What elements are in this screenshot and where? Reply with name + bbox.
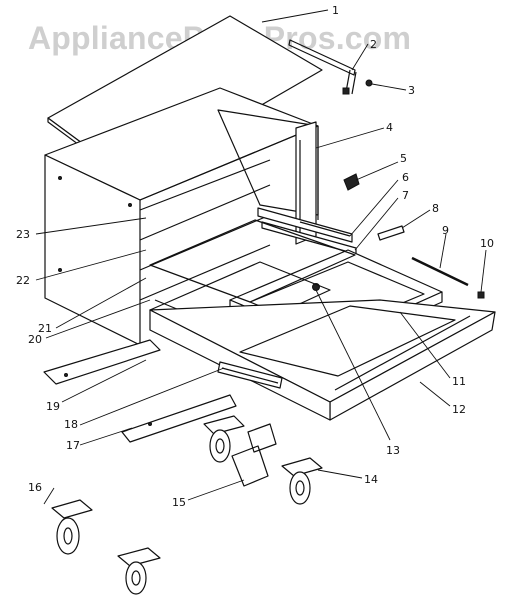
callout-9: 9 xyxy=(442,224,449,237)
caster-top-left xyxy=(203,415,245,463)
callout-7: 7 xyxy=(402,189,409,202)
leader-lines xyxy=(35,9,487,505)
callout-23: 23 xyxy=(16,228,30,241)
screw xyxy=(365,79,373,87)
callout-3: 3 xyxy=(408,84,415,97)
callout-13: 13 xyxy=(386,444,400,457)
callout-10: 10 xyxy=(480,237,494,250)
latch xyxy=(343,173,360,191)
caster-14 xyxy=(281,457,323,505)
callout-8: 8 xyxy=(432,202,439,215)
callout-11: 11 xyxy=(452,375,466,388)
bracket xyxy=(377,225,405,241)
pin xyxy=(477,291,485,299)
callout-2: 2 xyxy=(370,38,377,51)
caster-bottom xyxy=(117,547,161,595)
drawer-slide xyxy=(217,361,283,389)
callout-labels: 1 2 3 4 5 6 7 8 9 10 11 12 13 14 15 16 1… xyxy=(16,4,494,509)
callout-19: 19 xyxy=(46,400,60,413)
callout-6: 6 xyxy=(402,171,409,184)
callout-5: 5 xyxy=(400,152,407,165)
callout-14: 14 xyxy=(364,473,378,486)
drawer-rails xyxy=(257,207,357,255)
side-handle xyxy=(288,39,357,95)
callout-12: 12 xyxy=(452,403,466,416)
callout-16: 16 xyxy=(28,481,42,494)
caster-16 xyxy=(51,499,93,555)
callout-20: 20 xyxy=(28,333,42,346)
callout-18: 18 xyxy=(64,418,78,431)
cabinet-body xyxy=(44,87,319,346)
callout-1: 1 xyxy=(332,4,339,17)
callout-17: 17 xyxy=(66,439,80,452)
bottom-tray xyxy=(149,299,496,421)
base-plates xyxy=(43,339,237,443)
callout-21: 21 xyxy=(38,322,52,335)
callout-15: 15 xyxy=(172,496,186,509)
rod xyxy=(411,256,469,287)
caster-brackets xyxy=(231,423,277,487)
callout-4: 4 xyxy=(386,121,393,134)
callout-22: 22 xyxy=(16,274,30,287)
